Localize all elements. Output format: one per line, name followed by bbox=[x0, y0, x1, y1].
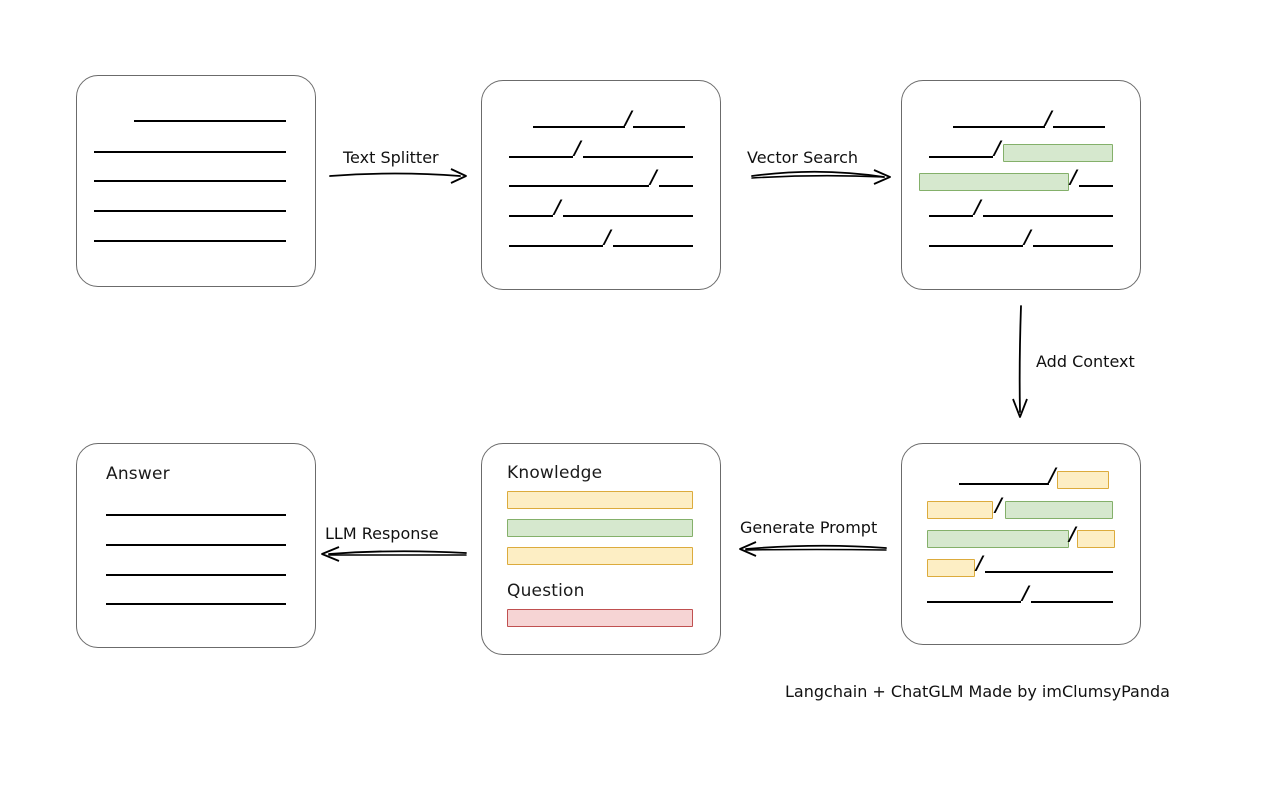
source-document-line bbox=[134, 120, 286, 122]
question-label: Question bbox=[507, 581, 585, 601]
split-chunk-line bbox=[509, 245, 603, 247]
source-document-line bbox=[94, 240, 286, 242]
source-document-line bbox=[94, 180, 286, 182]
context-chunk-line bbox=[985, 571, 1113, 573]
split-chunk-line bbox=[509, 215, 553, 217]
context-chunk-slash: / bbox=[1022, 582, 1029, 604]
retrieved-chunk-slash: / bbox=[974, 196, 981, 218]
context-chunk-line bbox=[959, 483, 1049, 485]
retrieved-chunk-line bbox=[929, 215, 973, 217]
edge-label-add-context: Add Context bbox=[1036, 352, 1135, 371]
split-chunk-line bbox=[633, 126, 685, 128]
context-chunk-green-chip bbox=[1005, 501, 1113, 519]
answer-line bbox=[106, 544, 286, 546]
split-chunk-line bbox=[659, 185, 693, 187]
arrow-vector-search bbox=[751, 169, 891, 185]
arrow-text-splitter bbox=[329, 168, 467, 184]
context-chunk-yellow-chip bbox=[1077, 530, 1115, 548]
retrieved-chunk-green-chip bbox=[1003, 144, 1113, 162]
context-chunk-green-chip bbox=[927, 530, 1069, 548]
arrow-add-context bbox=[1012, 305, 1028, 418]
split-chunk-line bbox=[613, 245, 693, 247]
question-bar bbox=[507, 609, 693, 627]
retrieved-chunk-line bbox=[1079, 185, 1113, 187]
retrieved-chunk-line bbox=[1033, 245, 1113, 247]
retrieved-chunk-line bbox=[953, 126, 1045, 128]
context-chunk-slash: / bbox=[976, 552, 983, 574]
context-chunk-yellow-chip bbox=[1057, 471, 1109, 489]
split-chunk-line bbox=[509, 156, 573, 158]
edge-label-llm-response: LLM Response bbox=[325, 524, 439, 543]
split-chunk-slash: / bbox=[604, 226, 611, 248]
context-chunk-slash: / bbox=[995, 494, 1002, 516]
retrieved-chunk-slash: / bbox=[994, 137, 1001, 159]
context-chunk-yellow-chip bbox=[927, 501, 993, 519]
retrieved-chunk-slash: / bbox=[1045, 107, 1052, 129]
answer-label: Answer bbox=[106, 464, 170, 484]
retrieved-chunk-line bbox=[983, 215, 1113, 217]
split-chunk-line bbox=[533, 126, 625, 128]
context-chunk-line bbox=[1031, 601, 1113, 603]
split-chunk-line bbox=[583, 156, 693, 158]
retrieved-chunk-green-chip bbox=[919, 173, 1069, 191]
footer-credit: Langchain + ChatGLM Made by imClumsyPand… bbox=[785, 682, 1170, 701]
knowledge-label: Knowledge bbox=[507, 463, 603, 483]
edge-label-vector-search: Vector Search bbox=[747, 148, 859, 167]
context-chunk-yellow-chip bbox=[927, 559, 975, 577]
retrieved-chunk-slash: / bbox=[1024, 226, 1031, 248]
split-chunk-slash: / bbox=[650, 166, 657, 188]
arrow-generate-prompt bbox=[739, 541, 887, 557]
retrieved-chunk-line bbox=[929, 156, 993, 158]
answer-line bbox=[106, 574, 286, 576]
context-chunk-slash: / bbox=[1069, 523, 1076, 545]
split-chunk-slash: / bbox=[574, 137, 581, 159]
retrieved-chunk-line bbox=[1053, 126, 1105, 128]
context-chunk-slash: / bbox=[1049, 464, 1056, 486]
answer-line bbox=[106, 514, 286, 516]
knowledge-bar bbox=[507, 519, 693, 537]
split-chunk-line bbox=[509, 185, 649, 187]
retrieved-chunk-slash: / bbox=[1070, 166, 1077, 188]
knowledge-bar bbox=[507, 547, 693, 565]
split-chunk-slash: / bbox=[554, 196, 561, 218]
context-chunk-line bbox=[927, 601, 1021, 603]
source-document-line bbox=[94, 151, 286, 153]
split-chunk-slash: / bbox=[625, 107, 632, 129]
arrow-llm-response bbox=[321, 546, 467, 562]
knowledge-bar bbox=[507, 491, 693, 509]
edge-label-text-splitter: Text Splitter bbox=[343, 148, 439, 167]
split-chunk-line bbox=[563, 215, 693, 217]
source-document-line bbox=[94, 210, 286, 212]
retrieved-chunk-line bbox=[929, 245, 1023, 247]
answer-line bbox=[106, 603, 286, 605]
edge-label-generate-prompt: Generate Prompt bbox=[740, 518, 878, 537]
